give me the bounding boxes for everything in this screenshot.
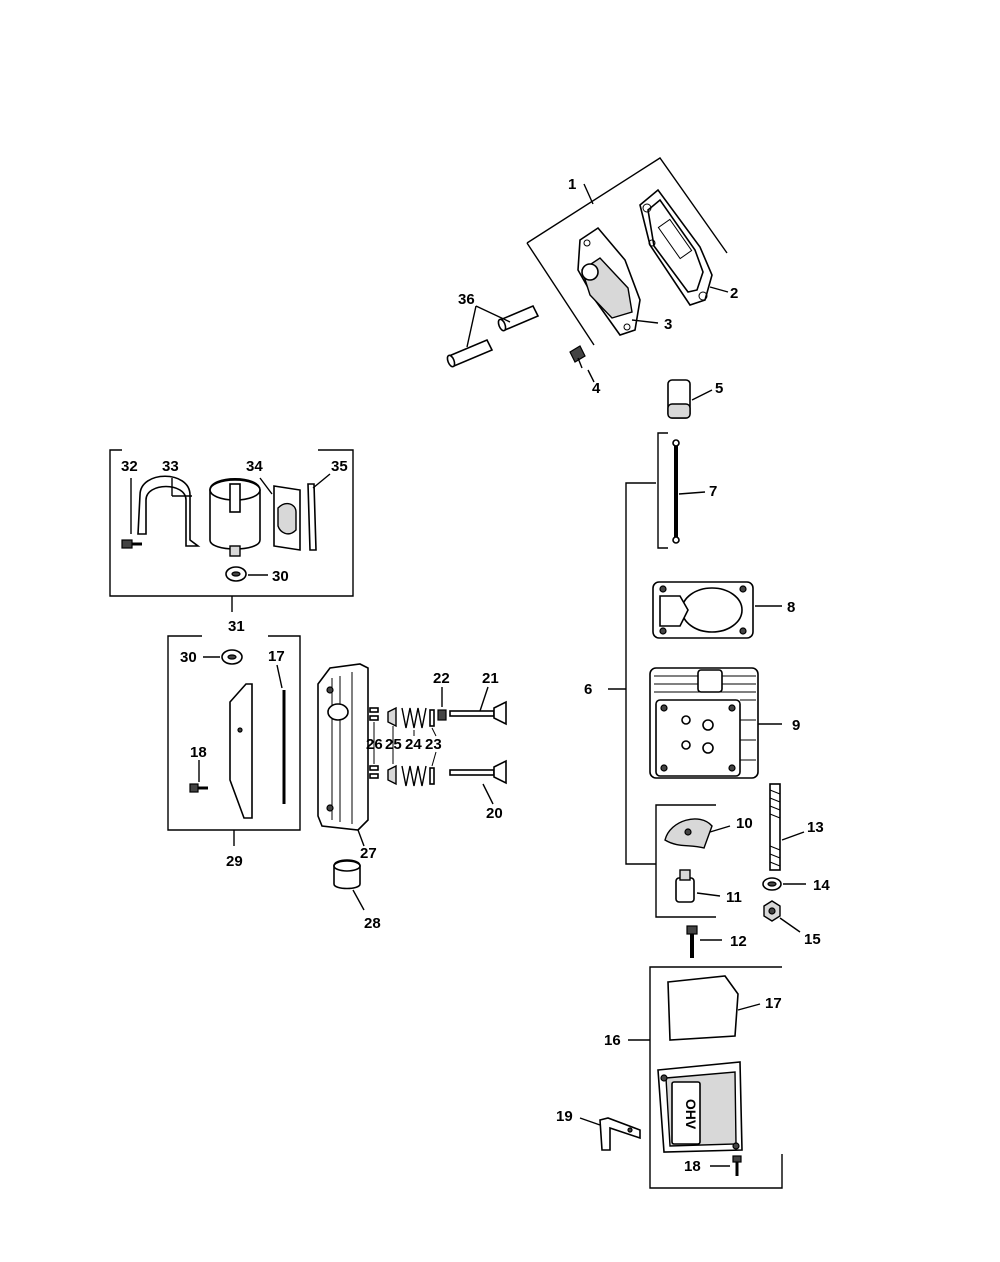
label-13: 13 [807,819,824,836]
cover-screw-part-18[interactable] [732,1155,742,1176]
label-33: 33 [162,458,179,475]
label-7: 7 [709,483,717,500]
label-35: 35 [331,458,348,475]
label-26: 26 [366,736,383,753]
pushrod-part-7[interactable] [657,432,680,549]
cover-plate-part-29[interactable] [229,683,253,819]
baffle-plate-part-34b[interactable] [273,485,301,551]
head-gasket-part-8[interactable] [652,581,754,639]
label-5: 5 [715,380,723,397]
valve-cap-part-22[interactable] [437,709,447,721]
cylinder-head-part-9[interactable] [649,667,759,779]
exhaust-valve-part-21[interactable] [449,700,507,726]
label-28: 28 [364,915,381,932]
label-4: 4 [592,380,601,397]
air-deflector-kit-bracket [109,449,354,612]
valve-cover-part-16[interactable] [657,1061,743,1153]
cylinder-head-kit-bracket [608,482,656,865]
label-23: 23 [425,736,442,753]
valve-cover-gasket-part-17[interactable] [667,975,739,1041]
label-12: 12 [730,933,747,950]
label-8: 8 [787,599,795,616]
kit-29-bracket [167,635,301,846]
bracket-part-19[interactable] [599,1117,641,1151]
label-18b: 18 [190,744,207,761]
label-19: 19 [556,1108,573,1125]
label-32: 32 [121,458,138,475]
head-bolt-part-12[interactable] [686,925,698,958]
label-6: 6 [584,681,592,698]
washer-part-14[interactable] [762,877,782,891]
label-36: 36 [458,291,475,308]
label-1: 1 [568,176,576,193]
screw-part-32[interactable] [121,539,142,549]
breather-screw-part-4[interactable] [569,345,586,369]
valve-guide-part-28[interactable] [333,859,361,890]
screw-part-18b[interactable] [189,783,208,793]
valve-seal-part-23[interactable] [429,709,435,785]
head-stud-part-13[interactable] [769,783,781,871]
seal-strip-part-35[interactable] [307,483,317,551]
label-15: 15 [804,931,821,948]
shroud-part-34[interactable] [209,478,261,557]
clip-part-33[interactable] [137,475,201,547]
label-29: 29 [226,853,243,870]
valve-keeper-part-26[interactable] [369,707,379,779]
label-10: 10 [736,815,753,832]
breather-gasket-part-2[interactable] [639,188,713,306]
label-9: 9 [792,717,800,734]
valve-spring-part-24[interactable] [401,707,427,787]
breather-cover-part-3[interactable] [577,226,641,336]
label-20: 20 [486,805,503,822]
spring-retainer-part-25[interactable] [387,706,397,786]
label-31: 31 [228,618,245,635]
label-34: 34 [246,458,263,475]
rocker-arm-part-10[interactable] [664,818,713,849]
label-3: 3 [664,316,672,333]
ohv-logo: OHV [683,1099,699,1130]
label-27: 27 [360,845,377,862]
label-16: 16 [604,1032,621,1049]
grommet-part-30b[interactable] [221,649,243,665]
hex-nut-part-15[interactable] [763,900,781,922]
valve-cover-kit-bracket [628,966,783,1189]
rocker-arm-box-bracket [655,804,716,918]
label-11: 11 [726,889,742,906]
label-25: 25 [385,736,402,753]
grommet-part-30a[interactable] [225,566,247,582]
label-14: 14 [813,877,830,894]
label-2: 2 [730,285,738,302]
breather-tubes-part-36[interactable] [446,304,540,368]
label-17b: 17 [268,648,285,665]
label-21: 21 [482,670,499,687]
breather-cover-kit-bracket [526,157,728,346]
label-30a: 30 [272,568,289,585]
label-17a: 17 [765,995,782,1012]
label-30b: 30 [180,649,197,666]
valve-lifter-part-5[interactable] [667,379,691,419]
intake-valve-part-20[interactable] [449,759,507,785]
label-24: 24 [405,736,422,753]
cylinder-head-side-part-27[interactable] [317,663,369,831]
label-18a: 18 [684,1158,701,1175]
rocker-pivot-part-11[interactable] [675,869,695,903]
label-22: 22 [433,670,450,687]
